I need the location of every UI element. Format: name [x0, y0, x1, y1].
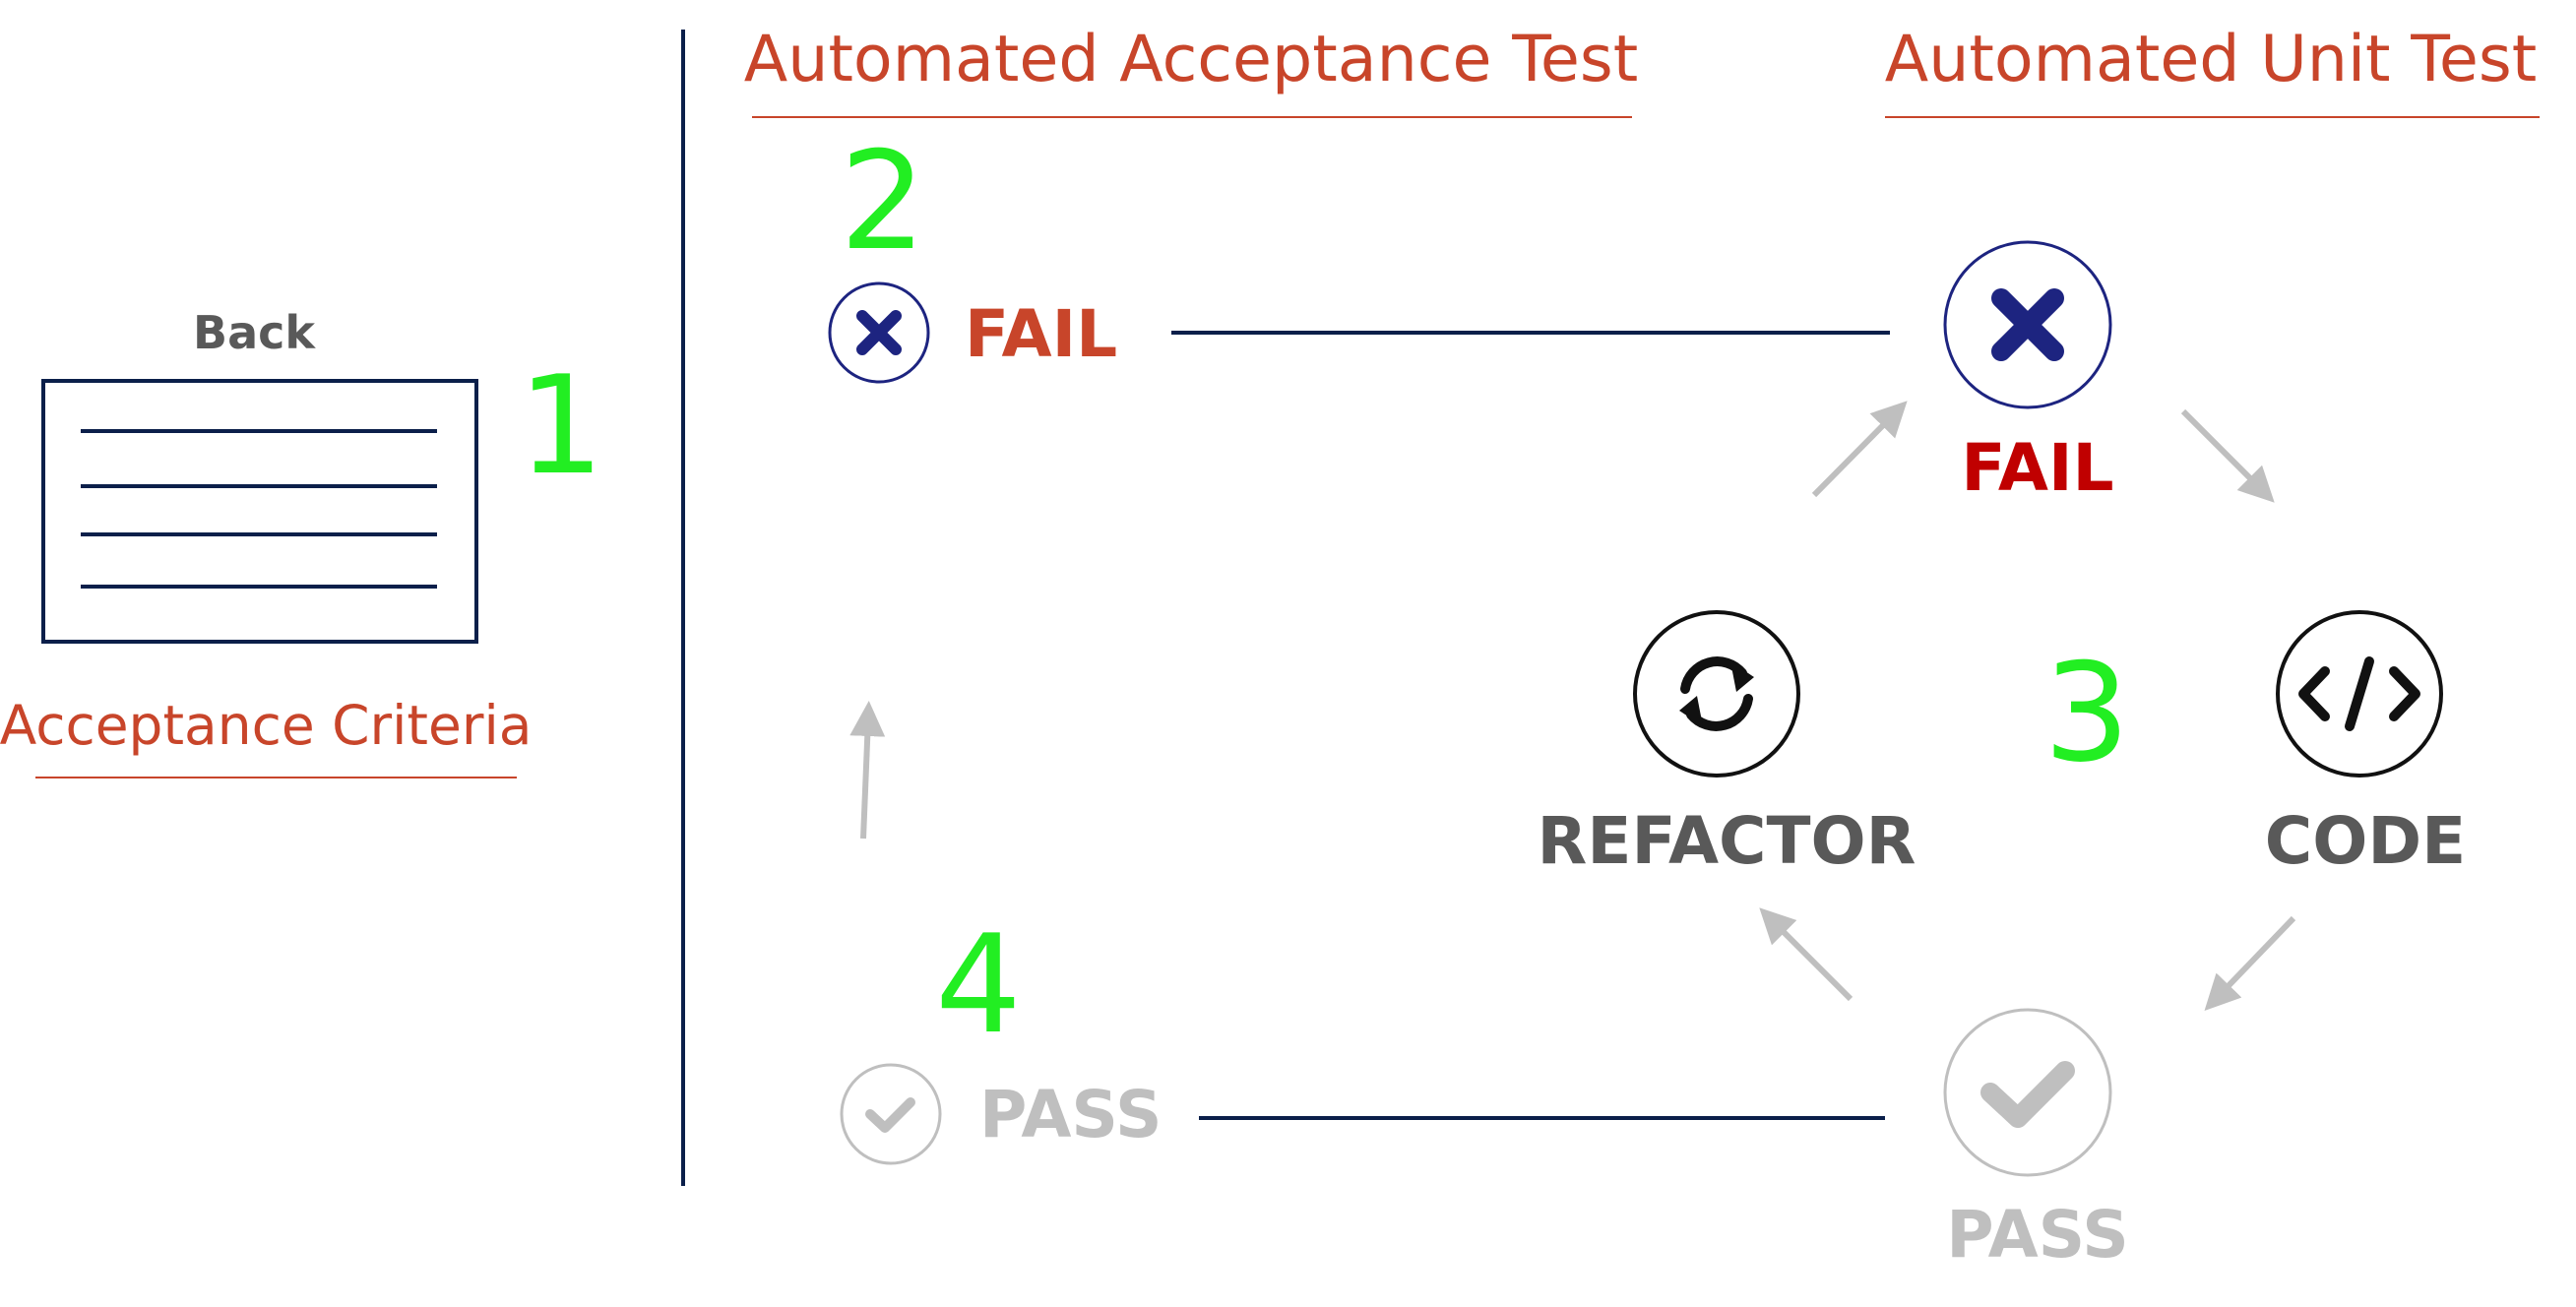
step-number-2: 2: [840, 122, 926, 280]
acceptance-pass-icon: [840, 1063, 942, 1165]
unit-pass-icon: [1943, 1008, 2112, 1177]
acceptance-test-heading: Automated Acceptance Test: [744, 23, 1638, 96]
acceptance-fail-label: FAIL: [965, 296, 1117, 372]
step-number-4: 4: [935, 905, 1022, 1064]
criteria-card: [41, 379, 478, 644]
arrow-code-to-pass: [2204, 915, 2296, 1011]
code-label: CODE: [2265, 803, 2466, 879]
arrow-pass-to-acceptance-fail: [849, 701, 886, 840]
acceptance-pass-label: PASS: [979, 1077, 1162, 1152]
arrow-refactor-to-fail: [1811, 401, 1908, 498]
acceptance-fail-icon: [828, 281, 930, 384]
code-icon: [2276, 610, 2443, 778]
unit-test-heading: Automated Unit Test: [1885, 23, 2537, 96]
unit-pass-label: PASS: [1946, 1197, 2129, 1273]
step-number-3: 3: [2043, 634, 2130, 792]
refactor-icon: [1633, 610, 1800, 778]
unit-fail-label: FAIL: [1961, 430, 2113, 506]
arrow-pass-to-refactor: [1759, 907, 1853, 1002]
refactor-label: REFACTOR: [1538, 803, 1916, 879]
step-number-1: 1: [518, 346, 604, 505]
card-back-label: Back: [193, 306, 316, 359]
arrow-fail-to-code: [2180, 408, 2275, 503]
acceptance-criteria-label: Acceptance Criteria: [0, 694, 532, 757]
unit-fail-icon: [1943, 240, 2112, 409]
